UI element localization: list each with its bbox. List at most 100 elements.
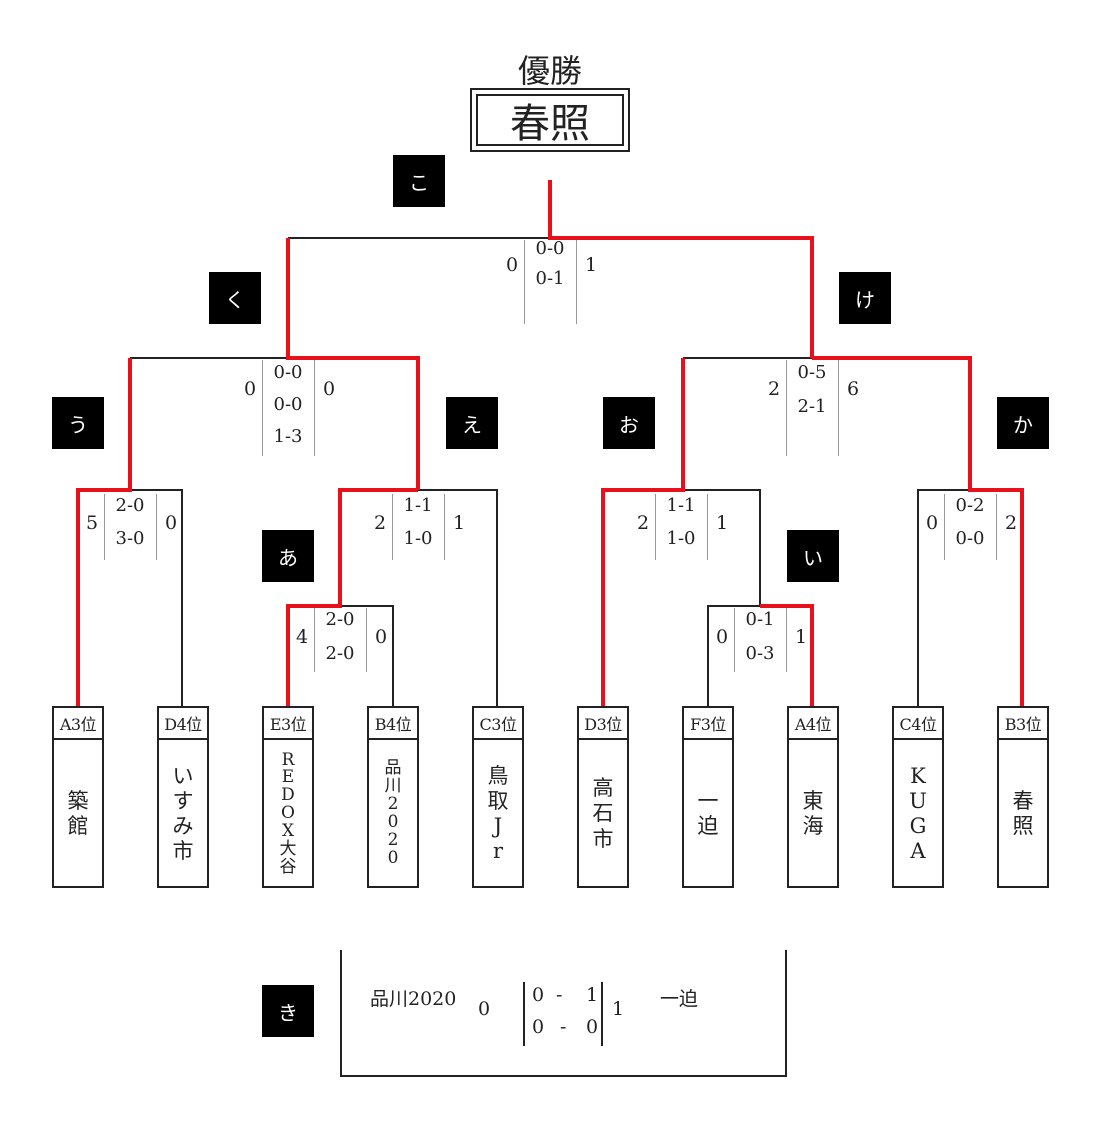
score-ka-half-1: 0-2 [955,495,985,516]
third-place-frame [340,950,787,1077]
champion-box: 春照 [470,88,630,152]
winner-line-i [760,604,814,706]
third-row1-dash: - [556,984,563,1006]
team-box-10: B3位 春照 [997,706,1049,888]
score-e-divider-right [444,494,445,560]
match-label-e: え [446,397,498,449]
team-name: 一迫 [697,788,719,838]
winner-line-o [601,358,685,706]
third-left-score: 0 [478,998,491,1020]
team-name: 高石市 [592,776,614,851]
team-seed: B4位 [369,708,417,740]
champion-name: 春照 [476,94,624,147]
team-seed: C3位 [474,708,522,740]
score-ke-left: 2 [767,378,781,400]
score-ko-half-1: 0-0 [535,238,565,259]
match-label-ke: け [839,272,891,324]
score-ko-divider-right [576,240,577,324]
winner-line-ku [286,238,420,490]
score-i-divider-left [734,608,735,672]
score-ku-left: 0 [243,378,257,400]
score-ka-left: 0 [925,512,939,534]
score-a-left: 4 [295,626,309,648]
score-ku-divider-left [262,360,263,456]
score-u-divider-right [156,494,157,560]
score-ke-divider-right [838,360,839,456]
score-ku-right: 0 [322,378,336,400]
score-ku-half-3: 1-3 [273,426,303,447]
score-i-half-1: 0-1 [745,609,775,630]
bracket-line-i-left [707,605,785,706]
score-ku-half-1: 0-0 [273,362,303,383]
score-u-half-2: 3-0 [115,528,145,549]
score-i-divider-right [786,608,787,672]
score-a-half-1: 2-0 [325,609,355,630]
score-e-right: 1 [452,512,466,534]
score-a-divider-left [314,608,315,672]
winner-line-e-a [286,488,418,706]
score-a-right: 0 [374,626,388,648]
score-u-left: 5 [85,512,99,534]
third-right-score: 1 [612,998,625,1020]
team-name: いすみ市 [172,763,194,864]
score-i-right: 1 [794,626,808,648]
match-label-ko: こ [393,155,445,207]
champion-heading: 優勝 [517,52,582,90]
team-seed: C4位 [894,708,942,740]
match-label-ki: き [262,985,314,1037]
score-o-left: 2 [636,512,650,534]
third-right-team: 一迫 [660,988,699,1010]
score-ku-half-2: 0-0 [273,394,303,415]
match-label-ku: く [209,272,261,324]
bracket-line-e-right [418,489,498,706]
bracket-line-ka-left [917,489,970,706]
score-i-half-2: 0-3 [745,643,775,664]
team-seed: A4位 [789,708,837,740]
third-row2-b: 0 [586,1016,599,1038]
winner-line-final [548,180,814,358]
score-o-half-1: 1-1 [666,495,696,516]
match-label-ka: か [997,397,1049,449]
team-box-2: D4位 いすみ市 [157,706,209,888]
score-ka-half-2: 0-0 [955,528,985,549]
score-u-right: 0 [164,512,178,534]
third-row1-b: 1 [586,984,599,1006]
match-label-i: い [787,530,839,582]
score-ko-left: 0 [505,254,519,276]
score-ko-half-2: 0-1 [535,268,565,289]
score-ko-divider-left [524,240,525,324]
score-e-left: 2 [373,512,387,534]
score-ku-divider-right [314,360,315,456]
team-seed: D3位 [579,708,627,740]
score-ke-right: 6 [846,378,860,400]
score-u-divider-left [104,494,105,560]
team-box-7: F3位 一迫 [682,706,734,888]
team-seed: D4位 [159,708,207,740]
match-label-a: あ [262,530,314,582]
team-box-6: D3位 高石市 [577,706,629,888]
score-u-half-1: 2-0 [115,495,145,516]
team-seed: A3位 [54,708,102,740]
team-name: 築館 [67,788,89,838]
score-a-divider-right [366,608,367,672]
score-o-divider-right [707,494,708,560]
score-e-half-1: 1-1 [403,495,433,516]
team-box-8: A4位 東海 [787,706,839,888]
score-o-right: 1 [715,512,729,534]
team-seed: E3位 [264,708,312,740]
score-ke-half-2: 2-1 [797,396,827,417]
score-ke-half-1: 0-5 [797,362,827,383]
third-row2-a: 0 [532,1016,545,1038]
team-name: 東海 [802,788,824,838]
score-e-half-2: 1-0 [403,528,433,549]
score-ka-right: 2 [1004,512,1018,534]
bracket-line-o-right [682,489,761,606]
